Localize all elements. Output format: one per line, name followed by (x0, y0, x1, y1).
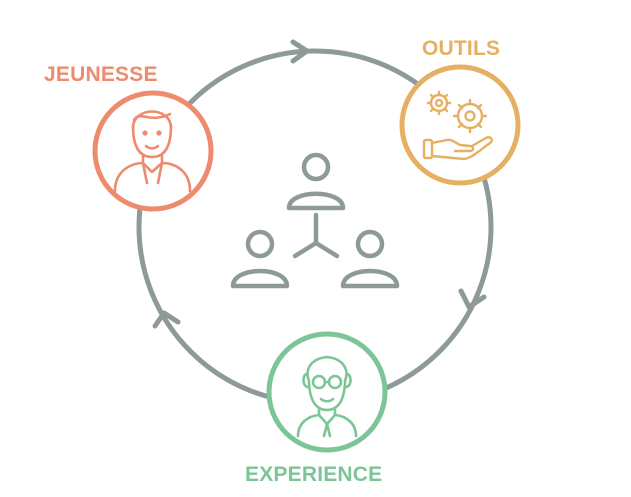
connected-people-icon (230, 152, 400, 289)
cycle-arrow-left-icon (152, 310, 181, 329)
outils-node (399, 64, 521, 186)
jeunesse-label: JEUNESSE (44, 63, 158, 86)
experience-node (266, 331, 388, 453)
experience-label: EXPERIENCE (245, 463, 383, 486)
cycle-arrow-right-icon (458, 288, 487, 310)
cycle-arrow-top-icon (290, 39, 310, 64)
gears-on-hand-icon (422, 90, 494, 161)
outils-label: OUTILS (422, 37, 501, 60)
young-person-icon (113, 110, 192, 193)
jeunesse-node (92, 90, 214, 212)
elderly-person-icon (296, 355, 358, 438)
